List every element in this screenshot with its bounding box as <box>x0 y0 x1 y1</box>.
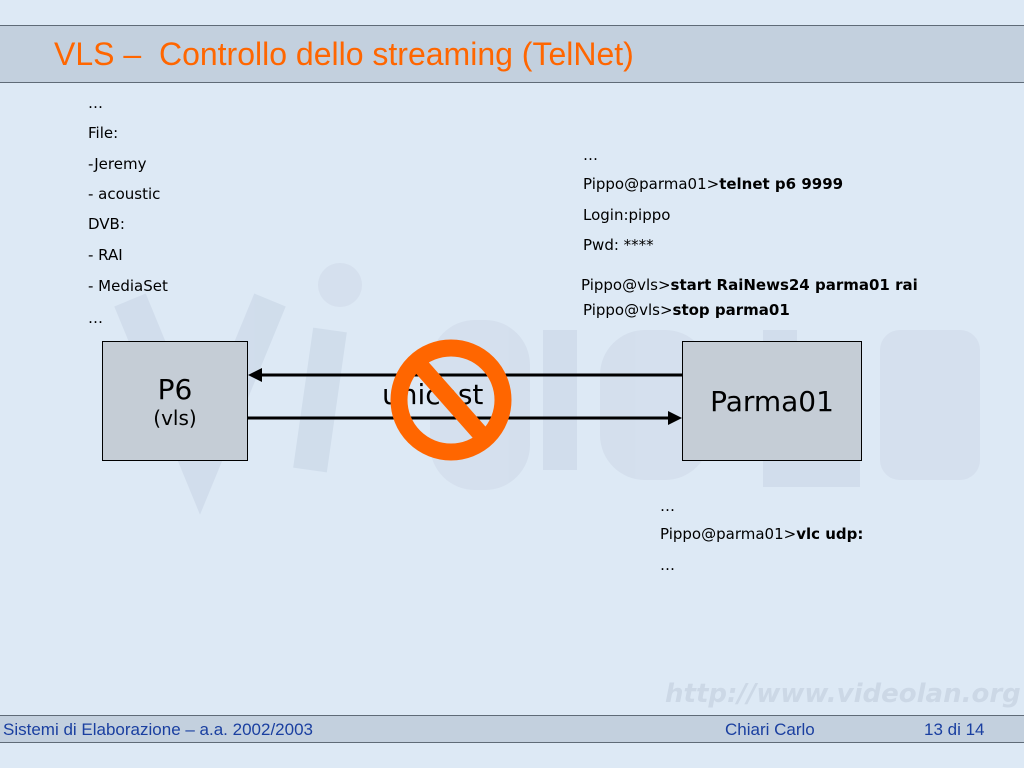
prohibition-icon <box>390 339 512 461</box>
left-list-item: -Jeremy <box>88 155 147 173</box>
telnet-line: Pwd: **** <box>583 236 654 254</box>
parma01-node-name: Parma01 <box>710 384 834 418</box>
left-list-item: … <box>88 94 103 112</box>
left-list-item: File: <box>88 124 119 142</box>
parma01-node: Parma01 <box>682 341 862 461</box>
footer-course: Sistemi di Elaborazione – a.a. 2002/2003 <box>3 720 313 739</box>
left-list-item: … <box>88 309 103 327</box>
telnet-line: Pippo@vls>start RaiNews24 parma01 rai <box>581 276 918 294</box>
footer-author: Chiari Carlo <box>725 720 815 739</box>
left-list-item: - acoustic <box>88 185 161 203</box>
arrow-head-right-icon <box>668 411 682 425</box>
left-list-item: DVB: <box>88 215 125 233</box>
p6-node-name: P6 <box>157 372 193 406</box>
title-bar <box>0 25 1024 83</box>
vlc-line: … <box>660 497 675 515</box>
vlc-line: Pippo@parma01>vlc udp: <box>660 525 864 543</box>
p6-node-sub: (vls) <box>153 405 197 430</box>
telnet-line: Pippo@parma01>telnet p6 9999 <box>583 175 844 193</box>
telnet-line: Pippo@vls>stop parma01 <box>583 301 790 319</box>
footer-page-number: 13 di 14 <box>924 720 985 739</box>
p6-node: P6 (vls) <box>102 341 248 461</box>
left-list-item: - MediaSet <box>88 277 168 295</box>
telnet-line: Login:pippo <box>583 206 671 224</box>
vlc-line: … <box>660 556 675 574</box>
left-list-item: - RAI <box>88 246 123 264</box>
arrow-head-left-icon <box>248 368 262 382</box>
telnet-line: … <box>583 146 598 164</box>
page-title: VLS – Controllo dello streaming (TelNet) <box>54 36 634 72</box>
footer-bar: Sistemi di Elaborazione – a.a. 2002/2003… <box>0 715 1024 743</box>
